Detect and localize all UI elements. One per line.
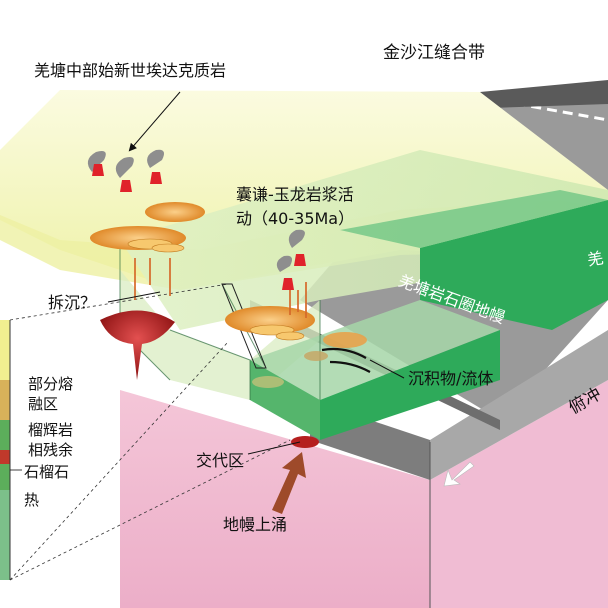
inset-heat: 热 bbox=[24, 491, 40, 509]
leader-lines bbox=[107, 91, 405, 455]
label-sediment-fluid: 沉积物/流体 bbox=[408, 369, 494, 388]
lithosphere-top bbox=[120, 150, 608, 330]
inset-eclogite-2: 相残余 bbox=[28, 441, 74, 459]
label-metasomatic-zone: 交代区 bbox=[196, 451, 245, 470]
sediment-flow-bottom bbox=[329, 360, 371, 373]
magma-blob-small bbox=[304, 351, 328, 361]
lithospheric-mantle-front bbox=[250, 300, 500, 400]
lithospheric-mantle-right-top bbox=[340, 190, 608, 248]
delamination-drip bbox=[100, 310, 175, 380]
magma-sill-top bbox=[145, 202, 205, 222]
metasomatic-zone bbox=[291, 436, 319, 448]
sediment-flow-top bbox=[321, 347, 367, 359]
volcanoes-group-a bbox=[87, 149, 164, 192]
volcanoes-group-b bbox=[276, 229, 306, 290]
upwelling-arrow bbox=[272, 452, 306, 514]
magma-blob bbox=[323, 332, 367, 348]
inset-partial-melt-1: 部分熔 bbox=[28, 375, 74, 393]
slab-top-edge bbox=[480, 80, 608, 108]
zoom-lines bbox=[9, 283, 291, 581]
zoom-frame bbox=[221, 283, 267, 369]
magma-stripes-mid bbox=[127, 238, 185, 253]
label-lithospheric-mantle-right: 羌 bbox=[585, 248, 605, 270]
inset-partial-melt-2: 融区 bbox=[28, 395, 59, 413]
asthenosphere-right bbox=[430, 380, 608, 608]
label-adakite: 羌塘中部始新世埃达克质岩 bbox=[34, 61, 227, 80]
inset-eclogite-1: 榴辉岩 bbox=[28, 421, 74, 439]
magma-stripes-lower bbox=[249, 324, 305, 341]
label-magmatism-line2: 动（40-35Ma） bbox=[236, 209, 355, 228]
magma-sill-lower bbox=[225, 306, 315, 334]
subducting-slab-right bbox=[430, 330, 608, 480]
inset-garnet: 石榴石 bbox=[24, 463, 70, 481]
asthenosphere-front bbox=[120, 390, 430, 608]
title-suture-zone: 金沙江缝合带 bbox=[383, 43, 485, 63]
label-magmatism-line1: 囊谦-玉龙岩浆活 bbox=[236, 185, 354, 204]
magma-blob-faint bbox=[252, 376, 284, 388]
lithospheric-mantle-right bbox=[420, 200, 608, 330]
lithospheric-mantle-front-face bbox=[320, 330, 500, 440]
slab-arrow bbox=[443, 461, 475, 487]
label-delamination: 拆沉？ bbox=[48, 293, 97, 312]
inset-column bbox=[0, 320, 11, 580]
label-mantle-upwelling: 地幔上涌 bbox=[223, 515, 288, 534]
